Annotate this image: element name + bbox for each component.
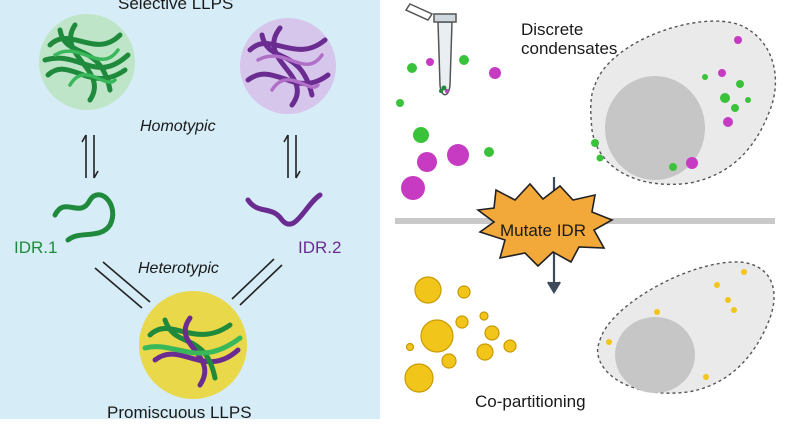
equilibrium-arrow-left: [81, 134, 99, 179]
purple-strand-highlight: [256, 53, 324, 92]
mixed-strand-cluster: [142, 315, 243, 388]
cell-top: [590, 20, 777, 185]
green-strand-highlight: [53, 48, 120, 87]
selective-llps-label: Selective LLPS: [118, 0, 234, 13]
idr2-strand: [245, 192, 323, 227]
idr2-label: IDR.2: [298, 238, 342, 257]
equilibrium-arrow-diag-left: [94, 261, 151, 309]
homotypic-label: Homotypic: [140, 118, 216, 135]
mutate-burst-icon: [475, 182, 614, 268]
equilibrium-arrow-right: [283, 134, 301, 179]
mutate-idr-label: Mutate IDR: [500, 221, 586, 240]
cell-bottom: [596, 261, 775, 394]
co-partitioning-label: Co-partitioning: [475, 392, 586, 411]
test-tube-icon: [404, 3, 457, 96]
copartition-drops: [404, 276, 517, 393]
discrete-condensates-label: Discrete condensates: [521, 20, 618, 58]
promiscuous-llps-label: Promiscuous LLPS: [107, 403, 252, 422]
purple-homotypic-droplet: [240, 18, 336, 114]
discrete-drops: [396, 55, 501, 200]
idr1-strand: [52, 192, 116, 243]
equilibrium-arrow-diag-right: [231, 258, 283, 306]
heterotypic-label: Heterotypic: [138, 260, 219, 277]
idr1-label: IDR.1: [14, 238, 58, 257]
